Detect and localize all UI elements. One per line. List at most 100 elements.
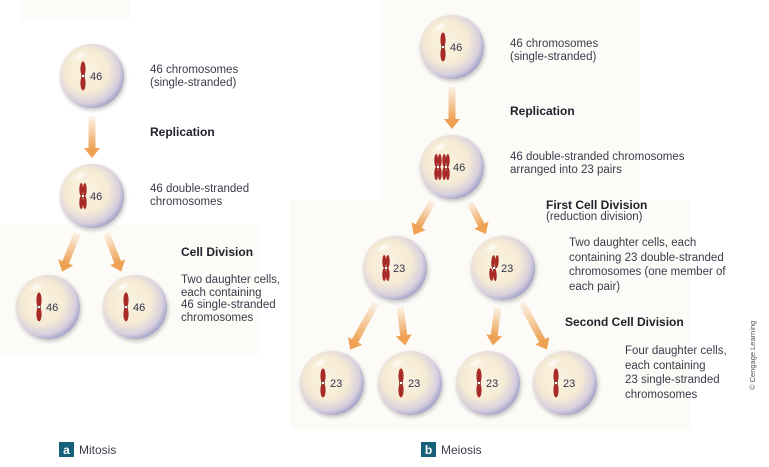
meiosis-second-division-arrow-4-icon — [518, 301, 550, 350]
cell-highlight — [374, 242, 392, 254]
mitosis-parent-label-line2: (single-stranded) — [150, 77, 237, 89]
meiosis-second-daughters-label-line3: 23 single-stranded — [625, 374, 720, 386]
meiosis-replicated-label-line2: arranged into 23 pairs — [510, 164, 622, 176]
chromosome-double-icon — [79, 183, 87, 209]
mitosis-division-arrow-right-icon — [103, 232, 126, 272]
cell-membrane — [420, 135, 484, 199]
chromosome-single-icon — [36, 292, 42, 322]
mitosis-caption-badge: a — [59, 442, 74, 457]
mitosis-replicated-label-line2: chromosomes — [150, 196, 223, 208]
mitosis-daughters-label-line1: Two daughter cells, — [181, 274, 281, 286]
meiosis-second-division-arrow-3-icon — [486, 307, 503, 346]
chromosome-count: 23 — [330, 378, 342, 390]
meiosis-caption: b Meiosis — [421, 442, 482, 457]
chromosome-single-icon — [320, 368, 326, 398]
meiosis-cell-second-daughter-1: 23 — [300, 351, 364, 415]
chromosome-single-icon — [553, 368, 559, 398]
meiosis-cell-second-daughter-3: 23 — [456, 351, 520, 415]
chromosome-double-icon — [382, 255, 390, 281]
mitosis-replicated-label: 46 double-stranded chromosomes — [150, 183, 249, 209]
mitosis-daughters-label-line4: chromosomes — [181, 311, 254, 324]
chromosome-single-icon — [476, 368, 482, 398]
mitosis-daughters-label-line3: 46 single-stranded — [181, 299, 276, 311]
meiosis-first-division-heading: First Cell Division — [546, 198, 648, 212]
mitosis-daughters-label: Two daughter cells, each containing 46 s… — [181, 274, 280, 324]
meiosis-first-division-arrow-left-icon — [411, 200, 436, 235]
meiosis-replicated-label: 46 double-stranded chromosomes arranged … — [510, 151, 685, 177]
meiosis-second-daughters-label-line1: Four daughter cells, — [625, 345, 727, 357]
meiosis-replication-arrow-icon — [444, 87, 460, 129]
mitosis-caption: a Mitosis — [59, 442, 116, 457]
meiosis-first-division-subheading: (reduction division) — [546, 211, 643, 223]
cell-highlight — [71, 50, 89, 62]
meiosis-first-daughters-label-line1: Two daughter cells, each — [569, 237, 697, 249]
cell-highlight — [544, 357, 562, 369]
cell-highlight — [431, 141, 449, 153]
meiosis-parent-label-line1: 46 chromosomes — [510, 38, 599, 50]
cell-highlight — [431, 21, 449, 33]
chromosome-count: 23 — [563, 378, 575, 390]
mitosis-division-arrow-left-icon — [58, 231, 81, 272]
cell-highlight — [482, 242, 500, 254]
cell-highlight — [27, 281, 45, 293]
chromosome-double-x-icon — [489, 255, 499, 282]
mitosis-parent-label-line1: 46 chromosomes — [150, 64, 239, 76]
mitosis-replicated-label-line1: 46 double-stranded — [150, 183, 250, 195]
meiosis-first-daughters-label: Two daughter cells, each containing 23 d… — [569, 236, 726, 294]
meiosis-caption-text: Meiosis — [441, 442, 482, 457]
cell-highlight — [389, 357, 407, 369]
meiosis-replication-heading: Replication — [510, 104, 575, 118]
chromosome-count: 46 — [46, 302, 58, 314]
chromosome-count: 46 — [90, 71, 102, 83]
chromosome-count: 23 — [393, 263, 405, 275]
meiosis-cell-first-daughter-2: 23 — [471, 236, 535, 300]
meiosis-replicated-label-line1: 46 double-stranded chromosomes — [510, 151, 685, 163]
mitosis-parent-label: 46 chromosomes (single-stranded) — [150, 64, 238, 90]
cell-highlight — [114, 281, 132, 293]
meiosis-cell-replicated: 46 — [420, 135, 484, 199]
meiosis-second-division-heading: Second Cell Division — [565, 315, 684, 329]
chromosome-single-icon — [440, 32, 446, 62]
chromosome-pair-icon — [434, 154, 450, 180]
meiosis-cell-second-daughter-4: 23 — [533, 351, 597, 415]
mitosis-replication-heading: Replication — [150, 125, 215, 139]
meiosis-second-division-arrow-1-icon — [348, 301, 379, 350]
meiosis-second-daughters-label-line4: chromosomes — [625, 388, 698, 401]
cell-highlight — [311, 357, 329, 369]
mitosis-division-heading: Cell Division — [181, 245, 254, 259]
mitosis-daughters-label-line2: each containing — [181, 286, 262, 299]
meiosis-first-daughters-label-line2: containing 23 double-stranded — [569, 251, 724, 264]
meiosis-first-division-arrow-right-icon — [466, 201, 489, 235]
meiosis-second-division-arrow-2-icon — [395, 307, 412, 346]
meiosis-second-daughters-label: Four daughter cells, each containing 23 … — [625, 344, 727, 402]
meiosis-cell-first-daughter-1: 23 — [363, 236, 427, 300]
meiosis-parent-label: 46 chromosomes (single-stranded) — [510, 38, 598, 64]
meiosis-caption-badge: b — [421, 442, 436, 457]
mitosis-cell-daughter-1: 46 — [16, 275, 80, 339]
mitosis-panel-background — [20, 0, 130, 20]
chromosome-single-icon — [123, 292, 129, 322]
mitosis-caption-text: Mitosis — [79, 442, 117, 457]
chromosome-count: 23 — [501, 263, 513, 275]
meiosis-first-daughters-label-line4: each pair) — [569, 280, 621, 293]
meiosis-second-daughters-label-line2: each containing — [625, 359, 706, 372]
chromosome-count: 46 — [133, 302, 145, 314]
meiosis-cell-second-daughter-2: 23 — [378, 351, 442, 415]
chromosome-count: 46 — [450, 42, 462, 54]
mitosis-cell-replicated: 46 — [60, 164, 124, 228]
chromosome-count: 23 — [408, 378, 420, 390]
mitosis-replication-arrow-icon — [84, 116, 100, 158]
copyright-notice: © Cengage Learning — [748, 320, 757, 390]
cell-highlight — [71, 170, 89, 182]
mitosis-cell-daughter-2: 46 — [103, 275, 167, 339]
meiosis-first-daughters-label-line3: chromosomes (one member of — [569, 266, 726, 278]
mitosis-cell-parent: 46 — [60, 44, 124, 108]
meiosis-parent-label-line2: (single-stranded) — [510, 51, 597, 63]
chromosome-count: 46 — [90, 191, 102, 203]
cell-highlight — [467, 357, 485, 369]
chromosome-single-icon — [398, 368, 404, 398]
meiosis-cell-parent: 46 — [420, 15, 484, 79]
chromosome-single-icon — [80, 61, 86, 91]
chromosome-count: 23 — [486, 378, 498, 390]
